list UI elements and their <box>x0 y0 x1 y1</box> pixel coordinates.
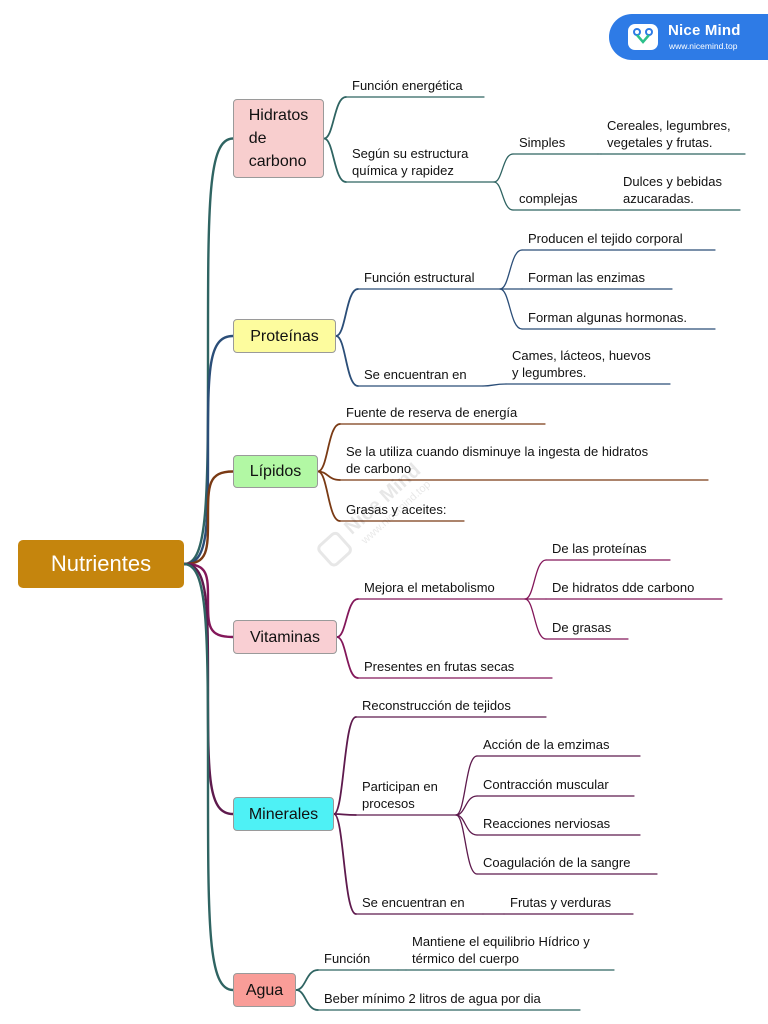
nicemind-logo-icon <box>628 24 658 50</box>
category-hidratos[interactable]: Hidratos de carbono <box>233 99 324 178</box>
root-link-agua <box>182 562 235 992</box>
link-hidratos-1-1 <box>493 181 514 211</box>
link-hidratos-1 <box>323 137 347 183</box>
topic-proteinas-0-2[interactable]: Forman algunas hormonas. <box>528 310 687 325</box>
topic-minerales-0[interactable]: Reconstrucción de tejidos <box>362 698 511 713</box>
topic-proteinas-0-0[interactable]: Producen el tejido corporal <box>528 231 683 246</box>
category-proteinas[interactable]: Proteínas <box>233 319 336 353</box>
category-label: Vitaminas <box>250 628 320 646</box>
link-vitaminas-0-2 <box>524 598 547 640</box>
link-agua-1 <box>295 989 319 1011</box>
root-link-lipidos <box>182 470 235 566</box>
link-minerales-1-1 <box>455 795 478 816</box>
link-proteinas-0 <box>335 288 359 337</box>
topic-hidratos-1-1[interactable]: complejas <box>519 191 578 206</box>
link-proteinas-1-0 <box>482 383 507 387</box>
topic-minerales-1[interactable]: Participan en procesos <box>362 779 438 811</box>
brand-url: www.nicemind.top <box>669 41 738 51</box>
link-proteinas-0-0 <box>499 249 523 290</box>
topic-vitaminas-0-2[interactable]: De grasas <box>552 620 612 635</box>
link-hidratos-0 <box>323 96 347 140</box>
topic-hidratos-1[interactable]: Según su estructura química y rapidez <box>352 146 469 178</box>
topic-proteinas-1-0[interactable]: Cames, lácteos, huevos y legumbres. <box>512 348 651 380</box>
topic-agua-1[interactable]: Beber mínimo 2 litros de agua por dia <box>324 991 541 1006</box>
topic-hidratos-1-1-0[interactable]: Dulces y bebidas azucaradas. <box>623 174 722 206</box>
topic-lipidos-2[interactable]: Grasas y aceites: <box>346 502 447 517</box>
link-proteinas-1 <box>335 335 359 387</box>
topic-vitaminas-0[interactable]: Mejora el metabolismo <box>364 580 495 595</box>
root-link-proteinas <box>182 334 235 566</box>
topic-vitaminas-1[interactable]: Presentes en frutas secas <box>364 659 515 674</box>
category-label: Lípidos <box>249 463 302 480</box>
link-proteinas-0-2 <box>499 288 523 330</box>
category-agua[interactable]: Agua <box>233 973 296 1007</box>
root-link-vitaminas <box>182 562 235 639</box>
brand-badge[interactable]: Nice Mind www.nicemind.top <box>609 14 768 60</box>
link-hidratos-1-0 <box>493 153 514 183</box>
link-lipidos-2 <box>317 470 341 522</box>
root-link-hidratos <box>182 137 235 566</box>
topic-minerales-1-0[interactable]: Acción de la emzimas <box>483 737 610 752</box>
topic-lipidos-0[interactable]: Fuente de reserva de energía <box>346 405 518 420</box>
category-lipidos[interactable]: Lípidos <box>233 455 318 488</box>
link-vitaminas-1 <box>336 636 359 679</box>
link-vitaminas-0 <box>336 598 359 638</box>
category-label: Minerales <box>248 805 319 823</box>
topic-hidratos-0[interactable]: Función energética <box>352 78 463 93</box>
topic-minerales-1-1[interactable]: Contracción muscular <box>483 777 609 792</box>
root-node-nutrientes[interactable]: Nutrientes <box>18 540 184 588</box>
topic-hidratos-1-0[interactable]: Simples <box>519 135 566 150</box>
link-minerales-1-3 <box>455 814 478 875</box>
category-minerales[interactable]: Minerales <box>233 797 334 831</box>
link-minerales-1-0 <box>455 755 478 816</box>
topic-proteinas-0[interactable]: Función estructural <box>364 270 475 285</box>
link-minerales-0 <box>333 716 357 815</box>
topic-vitaminas-0-1[interactable]: De hidratos dde carbono <box>552 580 695 595</box>
category-label: Agua <box>245 981 284 999</box>
topic-lipidos-1[interactable]: Se la utiliza cuando disminuye la ingest… <box>346 444 649 476</box>
category-vitaminas[interactable]: Vitaminas <box>233 620 337 654</box>
link-minerales-2 <box>333 813 357 915</box>
link-agua-0 <box>295 969 319 991</box>
topic-minerales-1-2[interactable]: Reacciones nerviosas <box>483 816 611 831</box>
topic-agua-0[interactable]: Función <box>324 951 371 966</box>
category-label: Proteínas <box>250 327 319 345</box>
topic-vitaminas-0-0[interactable]: De las proteínas <box>552 541 647 556</box>
topic-proteinas-1[interactable]: Se encuentran en <box>364 367 467 382</box>
topic-minerales-2[interactable]: Se encuentran en <box>362 895 465 910</box>
link-vitaminas-0-0 <box>524 559 547 600</box>
topic-proteinas-0-1[interactable]: Forman las enzimas <box>528 270 646 285</box>
topic-agua-0-0[interactable]: Mantiene el equilibrio Hídrico y térmico… <box>412 934 590 966</box>
topic-hidratos-1-0-0[interactable]: Cereales, legumbres, vegetales y frutas. <box>607 118 731 150</box>
brand-name: Nice Mind <box>668 22 741 39</box>
category-label: Hidratos de carbono <box>248 107 309 170</box>
topic-minerales-2-0[interactable]: Frutas y verduras <box>510 895 612 910</box>
link-minerales-1 <box>333 813 357 816</box>
link-lipidos-0 <box>317 423 341 473</box>
topic-minerales-1-3[interactable]: Coagulación de la sangre <box>483 855 631 870</box>
